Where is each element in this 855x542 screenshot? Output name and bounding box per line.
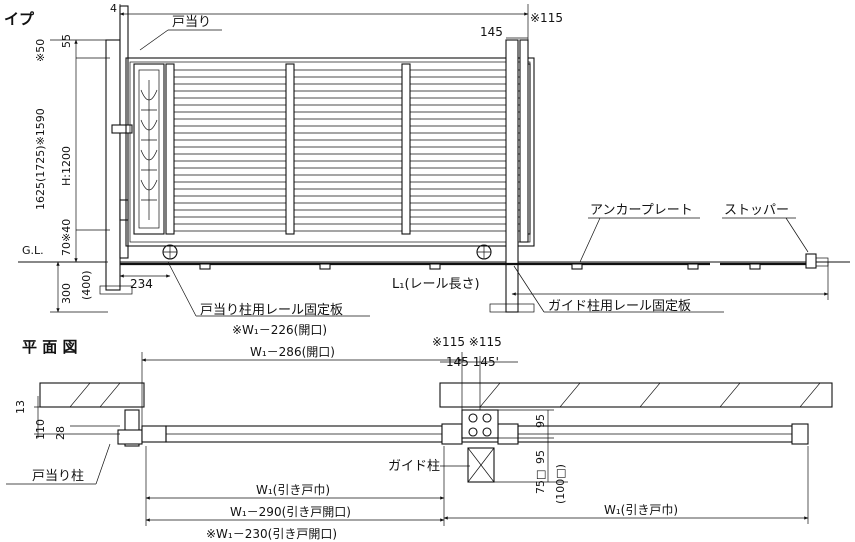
dim-l1: L₁(レール長さ) [392,277,480,292]
dim-234: 234 [130,277,153,291]
wall-right [439,382,833,408]
dim-4: 4 [110,2,117,15]
plan-title: 平 面 図 [22,338,77,356]
guide-rail-plate-label: ガイド柱用レール固定板 [548,299,691,314]
dim-w1-226: ※W₁－226(開口) [232,323,327,337]
dim-115-115: ※115 ※115 [432,335,502,349]
dim-300: 300 [60,283,73,304]
stopper-label: ストッパー [724,203,789,218]
dim-h1200: H:1200 [60,146,73,186]
dim-145: 145 [480,25,503,39]
rail [120,253,829,270]
dim-110: 110 [34,419,47,440]
dim-145-145: 145 145' [446,355,499,369]
door-stop-post-label: 戸当り柱 [32,469,84,484]
dim-55: 55 [60,34,73,48]
anchor-plate-label: アンカープレート [590,203,693,218]
dim-95a: 95 [534,414,547,428]
guide-post [489,39,535,313]
dim-w1-gate-right: W₁(引き戸巾) [604,503,678,517]
door-stop-label: 戸当り [172,15,211,30]
plan-view: 平 面 図 [6,323,833,541]
wall-left [39,382,145,408]
door-stop-base-plate [99,285,133,295]
sliding-gate-panel [125,57,535,260]
decorative-panel [133,63,165,235]
door-stop-rail-plate-label: 戸当り柱用レール固定板 [200,303,343,318]
dim-28: 28 [54,426,67,440]
dim-note-50: ※50 [34,39,47,62]
dim-1590: 1625(1725)※1590 [34,108,47,210]
dim-100: (100□) [554,464,567,504]
elevation-view: イプ G.L. [4,2,850,318]
dim-75: 75□ [534,470,547,494]
dim-w1-gate: W₁(引き戸巾) [256,483,330,497]
dim-w1-290: W₁－290(引き戸開口) [230,505,351,519]
plan-guide-post [461,409,499,483]
gl-label: G.L. [22,244,44,257]
dim-13: 13 [14,400,27,414]
dim-95b: 95 [534,450,547,464]
stopper [805,253,817,269]
dim-w1-286: W₁－286(開口) [250,345,335,359]
slats [174,69,522,232]
dim-note-115: ※115 [530,11,563,25]
door-stop-post [105,5,133,291]
dim-w1-230: ※W₁－230(引き戸開口) [206,527,337,541]
header-title-fragment: イプ [4,10,35,28]
dim-400: (400) [80,270,93,300]
guide-post-label: ガイド柱 [388,459,440,474]
plan-door-stop-post [117,409,167,447]
dim-70-40: 70※40 [60,219,73,256]
